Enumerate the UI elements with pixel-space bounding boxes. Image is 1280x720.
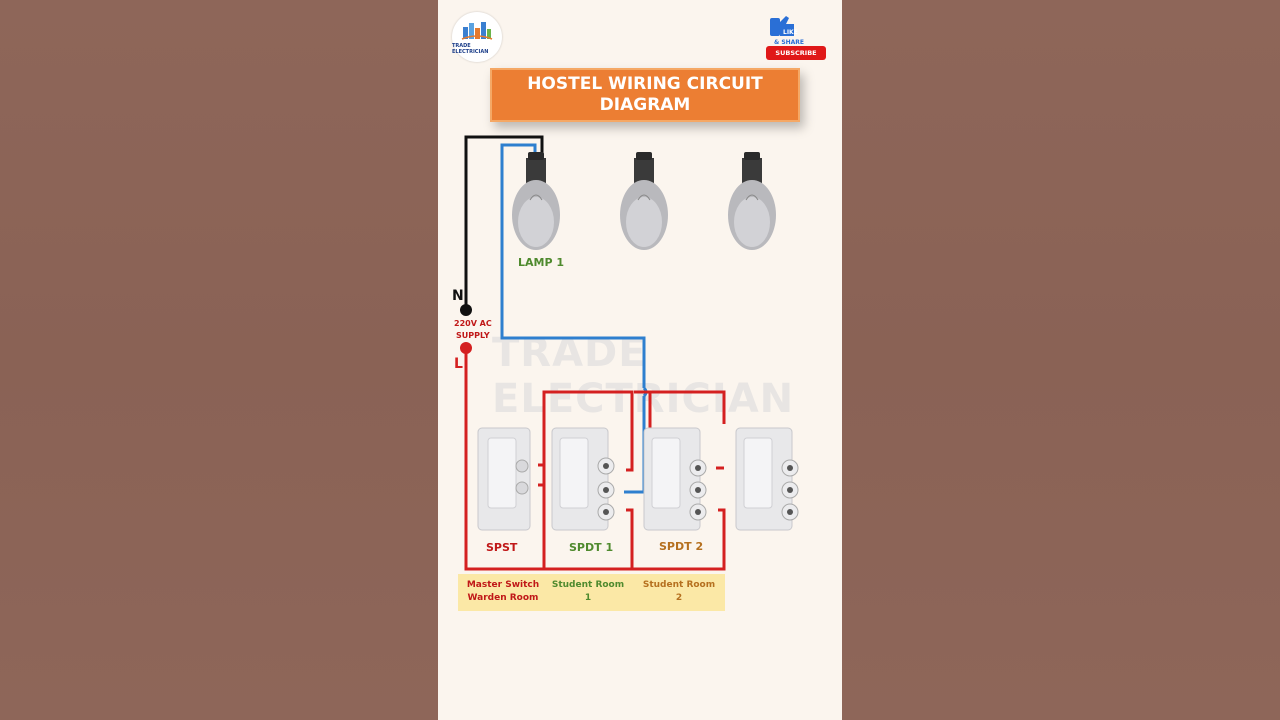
like-text: LIKE xyxy=(783,29,798,36)
spdt-switch-3 xyxy=(735,427,799,531)
supply-label: 220V AC SUPPLY xyxy=(454,319,492,340)
spst-label: SPST xyxy=(486,541,518,554)
page-title: HOSTEL WIRING CIRCUIT DIAGRAM xyxy=(527,74,763,115)
spdt-switch-2 xyxy=(643,427,707,531)
lamp-label: LAMP 1 xyxy=(518,256,565,269)
wiring-diagram xyxy=(460,135,799,571)
city-skyline-icon xyxy=(461,22,493,40)
title-banner: HOSTEL WIRING CIRCUIT DIAGRAM xyxy=(490,68,800,122)
lamp-3 xyxy=(728,152,776,250)
logo-text: TRADE ELECTRICIAN xyxy=(452,43,489,55)
spdt1-label: SPDT 1 xyxy=(569,541,614,554)
live-label: L xyxy=(454,356,463,372)
live-terminal xyxy=(460,342,472,354)
background-left xyxy=(0,0,438,720)
spst-switch xyxy=(477,427,531,531)
subscribe-button[interactable]: SUBSCRIBE xyxy=(766,46,826,60)
neutral-terminal xyxy=(460,304,472,316)
lamp-2 xyxy=(620,152,668,250)
lamp-1 xyxy=(512,152,560,250)
channel-logo[interactable]: TRADE ELECTRICIAN xyxy=(452,12,502,62)
background-right xyxy=(842,0,1280,720)
room-caption-box: Master Switch Warden Room Student Room 1… xyxy=(458,574,725,611)
wire-neutral xyxy=(464,135,544,310)
neutral-label: N xyxy=(452,288,464,304)
caption-student-room-1: Student Room 1 xyxy=(551,580,625,603)
like-share-badge[interactable]: LIKE & SHARE xyxy=(764,14,826,62)
spdt2-label: SPDT 2 xyxy=(659,540,704,553)
share-text: & SHARE xyxy=(774,39,804,46)
spdt-switch-1 xyxy=(551,427,615,531)
caption-master-switch: Master Switch Warden Room xyxy=(466,580,540,603)
video-frame: TRADE ELECTRICIAN TRADE ELECTRICIAN LIKE… xyxy=(438,0,842,720)
caption-student-room-2: Student Room 2 xyxy=(642,580,716,603)
